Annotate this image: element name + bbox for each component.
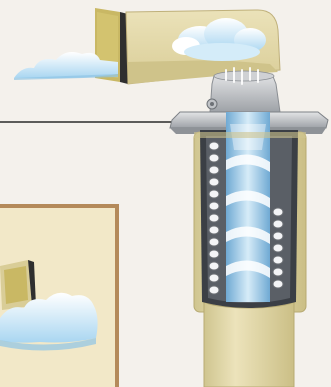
- inset-detail: [0, 206, 117, 387]
- spiral-flow-icon: [226, 112, 270, 302]
- metal-transition: [207, 68, 280, 112]
- column-rim: [194, 132, 306, 138]
